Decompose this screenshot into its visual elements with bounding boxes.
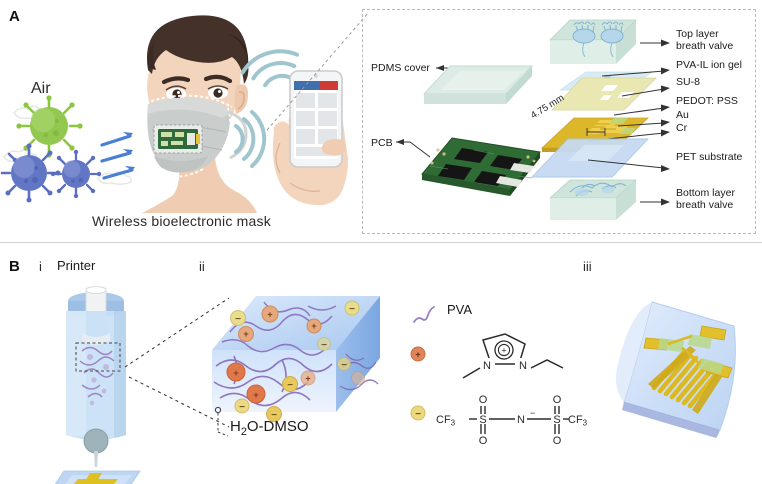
anion-s-right: S: [553, 414, 560, 426]
panel-b-i-roman: i: [39, 259, 42, 274]
svg-text:+: +: [311, 321, 316, 331]
interdigitated-electrodes: [643, 325, 733, 414]
air-label: Air: [31, 80, 51, 97]
top-valve-label-line1: Top layer: [676, 28, 719, 40]
top-valve-leader: [640, 39, 670, 47]
svg-text:+: +: [253, 390, 258, 400]
tfsi-anion-structure: CF3 S N − S CF3 O O O O: [436, 394, 588, 447]
svg-text:−: −: [239, 402, 245, 413]
printed-pattern: [74, 473, 118, 484]
anion-o-top-left: O: [479, 394, 488, 406]
top-valve-label: Top layer breath valve: [676, 28, 734, 52]
svg-text:−: −: [341, 360, 347, 371]
bottom-valve-leader: [640, 198, 670, 206]
su8-leader: [621, 85, 670, 97]
flexible-sensor-illustration: [616, 301, 736, 438]
cation-particles: + + + + + +: [226, 305, 365, 404]
svg-text:+: +: [267, 310, 272, 320]
anion-o-top-right: O: [553, 394, 562, 406]
wifi-signal-phone: [240, 49, 300, 88]
pet-substrate-label: PET substrate: [676, 151, 743, 163]
svg-text:+: +: [305, 374, 310, 384]
pcb-board: [421, 137, 541, 196]
bottom-valve-label-line1: Bottom layer: [676, 187, 735, 199]
anion-o-bottom-right: O: [553, 435, 562, 447]
solvent-label: H2O-DMSO: [230, 418, 309, 438]
su8-label: SU-8: [676, 76, 700, 88]
anion-cf3-right: CF3: [568, 414, 588, 428]
svg-text:+: +: [415, 350, 420, 360]
anion-o-bottom-left: O: [479, 435, 488, 447]
panel-divider: [0, 242, 762, 243]
bottom-valve-label-line2: breath valve: [676, 198, 734, 211]
svg-text:+: +: [233, 368, 238, 378]
device-stack-inset-box: [362, 9, 756, 234]
pdms-cover-slab: [422, 65, 534, 104]
airflow-arrows: [100, 134, 134, 180]
top-breath-valve-block: [549, 19, 637, 64]
solvent-label-rest: O-DMSO: [246, 418, 309, 435]
panel-b-ii-roman: ii: [199, 259, 205, 274]
panel-a-letter: A: [9, 8, 20, 25]
svg-text:−: −: [271, 410, 277, 421]
printer-zoom-region: [75, 342, 121, 372]
pcb-label: PCB: [371, 137, 393, 149]
ion-gel-cube-illustration: + + + + + + − − − − − − −: [212, 296, 380, 437]
svg-text:−: −: [235, 314, 241, 325]
printer-syringe-illustration: [54, 286, 141, 484]
virus-blue-small: [50, 149, 102, 199]
panel-b-letter: B: [9, 258, 20, 275]
solvent-callout-dot: [214, 406, 222, 414]
airborne-pathogens-illustration: [0, 95, 135, 203]
au-leader: [617, 119, 670, 127]
ion-gel-label: PVA-IL ion gel: [676, 59, 742, 71]
svg-text:+: +: [243, 329, 248, 339]
bottom-breath-valve-block: [548, 179, 638, 220]
pet-leader: [587, 159, 670, 172]
panel-a-caption: Wireless bioelectronic mask: [92, 213, 271, 229]
imidazolium-cation-structure: + N N: [462, 333, 564, 379]
cr-label: Cr: [676, 122, 688, 134]
au-label: Au: [676, 109, 689, 121]
pva-chain-icon: [413, 306, 435, 323]
pva-legend-label: PVA: [447, 302, 473, 317]
cation-badge-icon: +: [410, 346, 426, 362]
anion-cf3-left: CF3: [436, 414, 456, 428]
zoom-leader-lines-b: [124, 297, 230, 428]
person-wearing-mask-illustration: [142, 15, 267, 213]
panel-b-iii-roman: iii: [583, 259, 592, 274]
ion-gel-leader: [601, 67, 670, 77]
svg-text:−: −: [321, 340, 327, 351]
svg-text:−: −: [349, 304, 355, 315]
solvent-label-h: H: [230, 418, 241, 435]
anion-badge-icon: −: [410, 405, 426, 421]
virus-blue-large: [0, 143, 61, 203]
printer-title: Printer: [57, 258, 96, 273]
top-valve-label-line2: breath valve: [676, 39, 734, 52]
cation-charge-symbol: +: [501, 346, 506, 356]
zoom-leader-lines-a: [266, 11, 370, 131]
mask-sensor-module: [153, 124, 203, 154]
anion-s-left: S: [479, 414, 486, 426]
pedot-pss-label: PEDOT: PSS: [676, 95, 738, 107]
dimension-caliper: [586, 128, 606, 136]
anion-particles: − − − − − − −: [230, 300, 360, 422]
bottom-valve-label: Bottom layer breath valve: [676, 187, 735, 211]
su8-sheet: [551, 77, 657, 111]
anion-n-charge: −: [530, 408, 535, 418]
solvent-label-sub2: 2: [240, 426, 247, 438]
svg-text:−: −: [287, 380, 293, 391]
anion-n-center: N: [517, 414, 525, 426]
wifi-signal-mask: [234, 110, 267, 168]
pcb-leader: [396, 139, 431, 158]
smartphone-in-hand-illustration: [240, 49, 348, 206]
cation-n-right: N: [519, 360, 527, 372]
pedot-leader: [613, 104, 670, 116]
pdms-cover-label: PDMS cover: [371, 62, 430, 74]
virus-green: [16, 95, 83, 158]
cation-n-left: N: [483, 360, 491, 372]
svg-text:−: −: [415, 409, 421, 420]
pet-substrate-sheet: [530, 138, 650, 178]
